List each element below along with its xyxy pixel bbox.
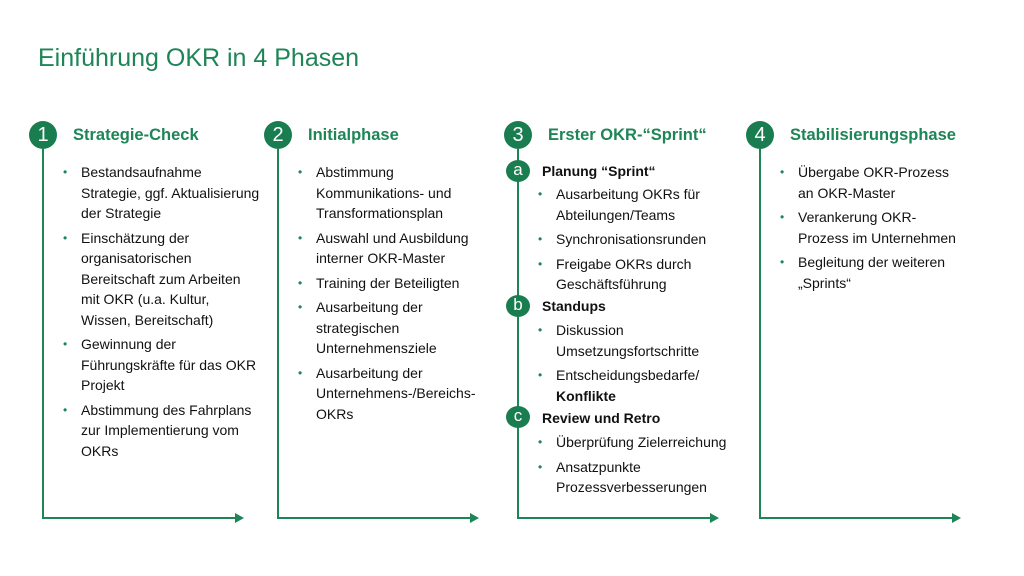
list-item: Auswahl und Ausbildung interner OKR-Mast… — [298, 228, 478, 269]
list-item: Übergabe OKR-Prozess an OKR-Master — [780, 162, 960, 203]
step-title: Planung “Sprint“ — [542, 163, 656, 179]
list-item: Verankerung OKR-Prozess im Unternehmen — [780, 207, 960, 248]
timeline-line — [759, 517, 953, 519]
phase-number: 1 — [29, 121, 57, 149]
phase-title: Strategie-Check — [73, 126, 199, 144]
phase-list: Übergabe OKR-Prozess an OKR-Master Veran… — [780, 162, 960, 297]
step-list: Diskussion Umsetzungsfortschritte Entsch… — [538, 320, 738, 410]
list-item: Abstimmung des Fahrplans zur Implementie… — [63, 400, 263, 462]
timeline-line — [42, 149, 44, 518]
phase-number: 2 — [264, 121, 292, 149]
list-item: Entscheidungsbedarfe/Konflikte — [538, 365, 738, 406]
step-letter: a — [506, 160, 530, 182]
list-item: Abstimmung Kommunikations- und Transform… — [298, 162, 478, 224]
phase-title: Erster OKR-“Sprint“ — [548, 126, 707, 144]
list-item: Einschätzung der organisatorischen Berei… — [63, 228, 263, 331]
step-title: Review und Retro — [542, 410, 661, 426]
phase-3: 3 Erster OKR-“Sprint“ a Planung “Sprint“… — [504, 120, 748, 530]
arrow-icon — [710, 513, 719, 523]
phase-number: 4 — [746, 121, 774, 149]
timeline-line — [759, 149, 761, 518]
list-item: Begleitung der weiteren „Sprints“ — [780, 252, 960, 293]
timeline-line — [517, 517, 711, 519]
list-item-text: Entscheidungsbedarfe/ — [556, 367, 700, 383]
list-item: Freigabe OKRs durch Geschäftsführung — [538, 254, 738, 295]
arrow-icon — [470, 513, 479, 523]
timeline-line — [517, 149, 519, 518]
step-list: Überprüfung Zielerreichung Ansatzpunkte … — [538, 432, 738, 502]
phase-title: Initialphase — [308, 126, 399, 144]
list-item: Ausarbeitung der Unternehmens-/Bereichs-… — [298, 363, 478, 425]
arrow-icon — [235, 513, 244, 523]
timeline-line — [277, 149, 279, 518]
list-item: Ansatzpunkte Prozessverbesserungen — [538, 457, 726, 498]
timeline-line — [42, 517, 236, 519]
phase-list: Bestandsaufnahme Strategie, ggf. Aktuali… — [63, 162, 263, 465]
phase-number: 3 — [504, 121, 532, 149]
list-item: Ausarbeitung OKRs für Abteilungen/Teams — [538, 184, 738, 225]
list-item: Diskussion Umsetzungsfortschritte — [538, 320, 738, 361]
step-letter: b — [506, 295, 530, 317]
arrow-icon — [952, 513, 961, 523]
phase-4: 4 Stabilisierungsphase Übergabe OKR-Proz… — [746, 120, 990, 530]
list-item: Synchronisationsrunden — [538, 229, 738, 250]
step-list: Ausarbeitung OKRs für Abteilungen/Teams … — [538, 184, 738, 299]
list-item: Überprüfung Zielerreichung — [538, 432, 738, 453]
timeline-line — [277, 517, 471, 519]
step-letter: c — [506, 406, 530, 428]
list-item: Gewinnung der Führungskräfte für das OKR… — [63, 334, 263, 396]
list-item: Bestandsaufnahme Strategie, ggf. Aktuali… — [63, 162, 263, 224]
page-title: Einführung OKR in 4 Phasen — [38, 44, 360, 72]
list-item: Training der Beteiligten — [298, 273, 478, 294]
phase-2: 2 Initialphase Abstimmung Kommunikations… — [264, 120, 508, 530]
phase-1: 1 Strategie-Check Bestandsaufnahme Strat… — [29, 120, 273, 530]
step-title: Standups — [542, 298, 606, 314]
list-item: Ausarbeitung der strategischen Unternehm… — [298, 297, 478, 359]
phase-title: Stabilisierungsphase — [790, 126, 956, 144]
phase-list: Abstimmung Kommunikations- und Transform… — [298, 162, 478, 428]
list-item-bold: Konflikte — [556, 387, 616, 404]
